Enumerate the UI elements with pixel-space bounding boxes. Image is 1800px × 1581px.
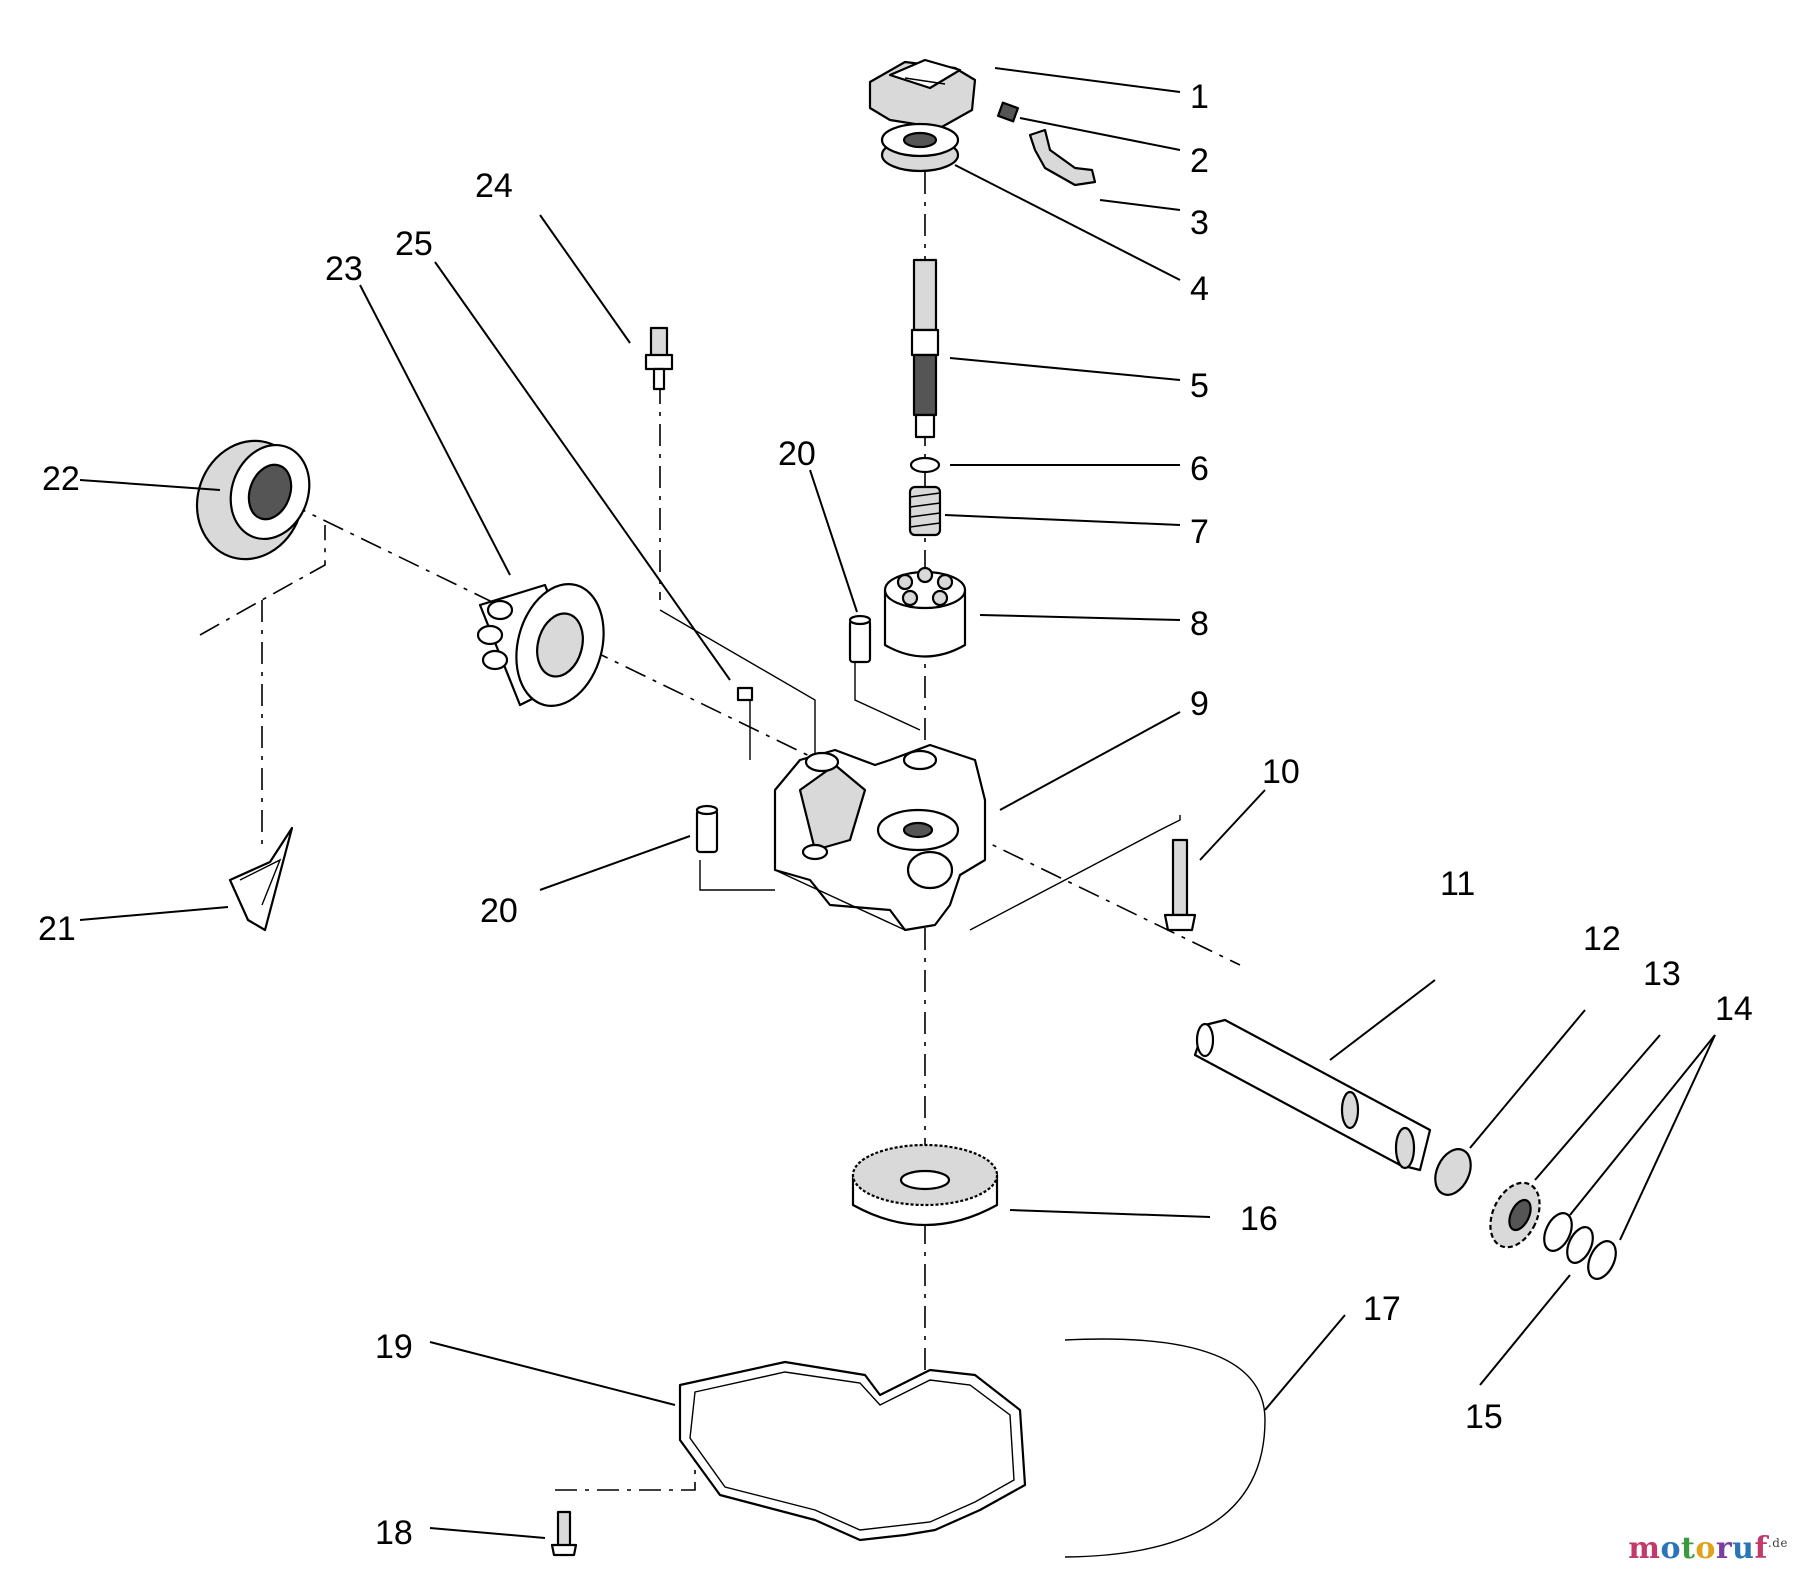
- callout-12: 12: [1583, 920, 1621, 958]
- part-14-washer-b: [1587, 1240, 1617, 1280]
- callout-15: 15: [1465, 1398, 1503, 1436]
- part-15-washer: [1566, 1226, 1594, 1264]
- watermark-letter: o: [1660, 1531, 1681, 1566]
- part-10-bolt: [1163, 838, 1197, 932]
- callout-19: 19: [375, 1328, 413, 1366]
- callout-17: 17: [1363, 1290, 1401, 1328]
- part-7-spring: [908, 485, 942, 537]
- callout-6: 6: [1190, 450, 1209, 488]
- part-19-gasket: [678, 1360, 1027, 1542]
- part-24-valve: [644, 326, 674, 391]
- watermark-letter: f: [1754, 1531, 1768, 1566]
- callout-18: 18: [375, 1514, 413, 1552]
- part-8-cylinder: [883, 566, 967, 658]
- axis-lines: [199, 130, 1241, 1491]
- part-5-shaft: [910, 258, 940, 439]
- callout-22: 22: [42, 460, 80, 498]
- watermark-letter: u: [1732, 1531, 1755, 1566]
- callout-10: 10: [1262, 753, 1300, 791]
- part-23-motor-block: [476, 583, 605, 707]
- part-4-seal: [880, 122, 960, 173]
- callout-13: 13: [1643, 955, 1681, 993]
- callout-11: 11: [1440, 865, 1475, 903]
- callout-20-bottom: 20: [480, 892, 518, 930]
- watermark-letter: t: [1680, 1531, 1696, 1566]
- part-20-dowel-top: [848, 614, 872, 664]
- watermark-letter: m: [1628, 1531, 1661, 1566]
- part-25-key: [736, 686, 754, 702]
- watermark-logo: motoruf.de: [1628, 1531, 1788, 1566]
- watermark-letter: r: [1715, 1531, 1733, 1566]
- part-6-washer: [909, 456, 941, 474]
- callout-25: 25: [395, 225, 433, 263]
- callout-20-top: 20: [778, 435, 816, 473]
- callout-3: 3: [1190, 204, 1209, 242]
- part-2-key: [996, 101, 1020, 123]
- part-17-arc: [1064, 1338, 1266, 1558]
- callout-labels: 1 2 3 4 5 6 7 8 9 10 11 12 13 14 15 16 1…: [38, 78, 1753, 1552]
- callout-5: 5: [1190, 367, 1209, 405]
- part-1-cap: [868, 58, 977, 130]
- part-9-housing: [773, 743, 987, 932]
- part-11-shaft: [1193, 1018, 1432, 1172]
- callout-23: 23: [325, 250, 363, 288]
- callout-16: 16: [1240, 1200, 1278, 1238]
- callout-1: 1: [1190, 78, 1209, 116]
- part-21-bracket: [228, 826, 294, 932]
- callout-9: 9: [1190, 685, 1209, 723]
- part-14-washer-a: [1543, 1212, 1573, 1252]
- part-13-gear: [1489, 1181, 1541, 1249]
- watermark-text: motoruf: [1628, 1531, 1768, 1566]
- part-16-filter: [851, 1143, 999, 1226]
- part-22-bearing: [195, 439, 311, 561]
- watermark-letter: o: [1695, 1531, 1716, 1566]
- watermark-suffix: .de: [1767, 1536, 1788, 1550]
- part-3-lever: [1028, 128, 1097, 187]
- callout-4: 4: [1190, 270, 1209, 308]
- callout-2: 2: [1190, 142, 1209, 180]
- part-12-washer: [1434, 1148, 1472, 1196]
- part-20-dowel-left: [695, 804, 719, 854]
- leader-lines: [79, 67, 1716, 1539]
- callout-24: 24: [475, 167, 513, 205]
- callout-21: 21: [38, 910, 76, 948]
- callout-7: 7: [1190, 513, 1209, 551]
- callout-8: 8: [1190, 605, 1209, 643]
- part-18-bolt: [550, 1510, 578, 1557]
- callout-14: 14: [1715, 990, 1753, 1028]
